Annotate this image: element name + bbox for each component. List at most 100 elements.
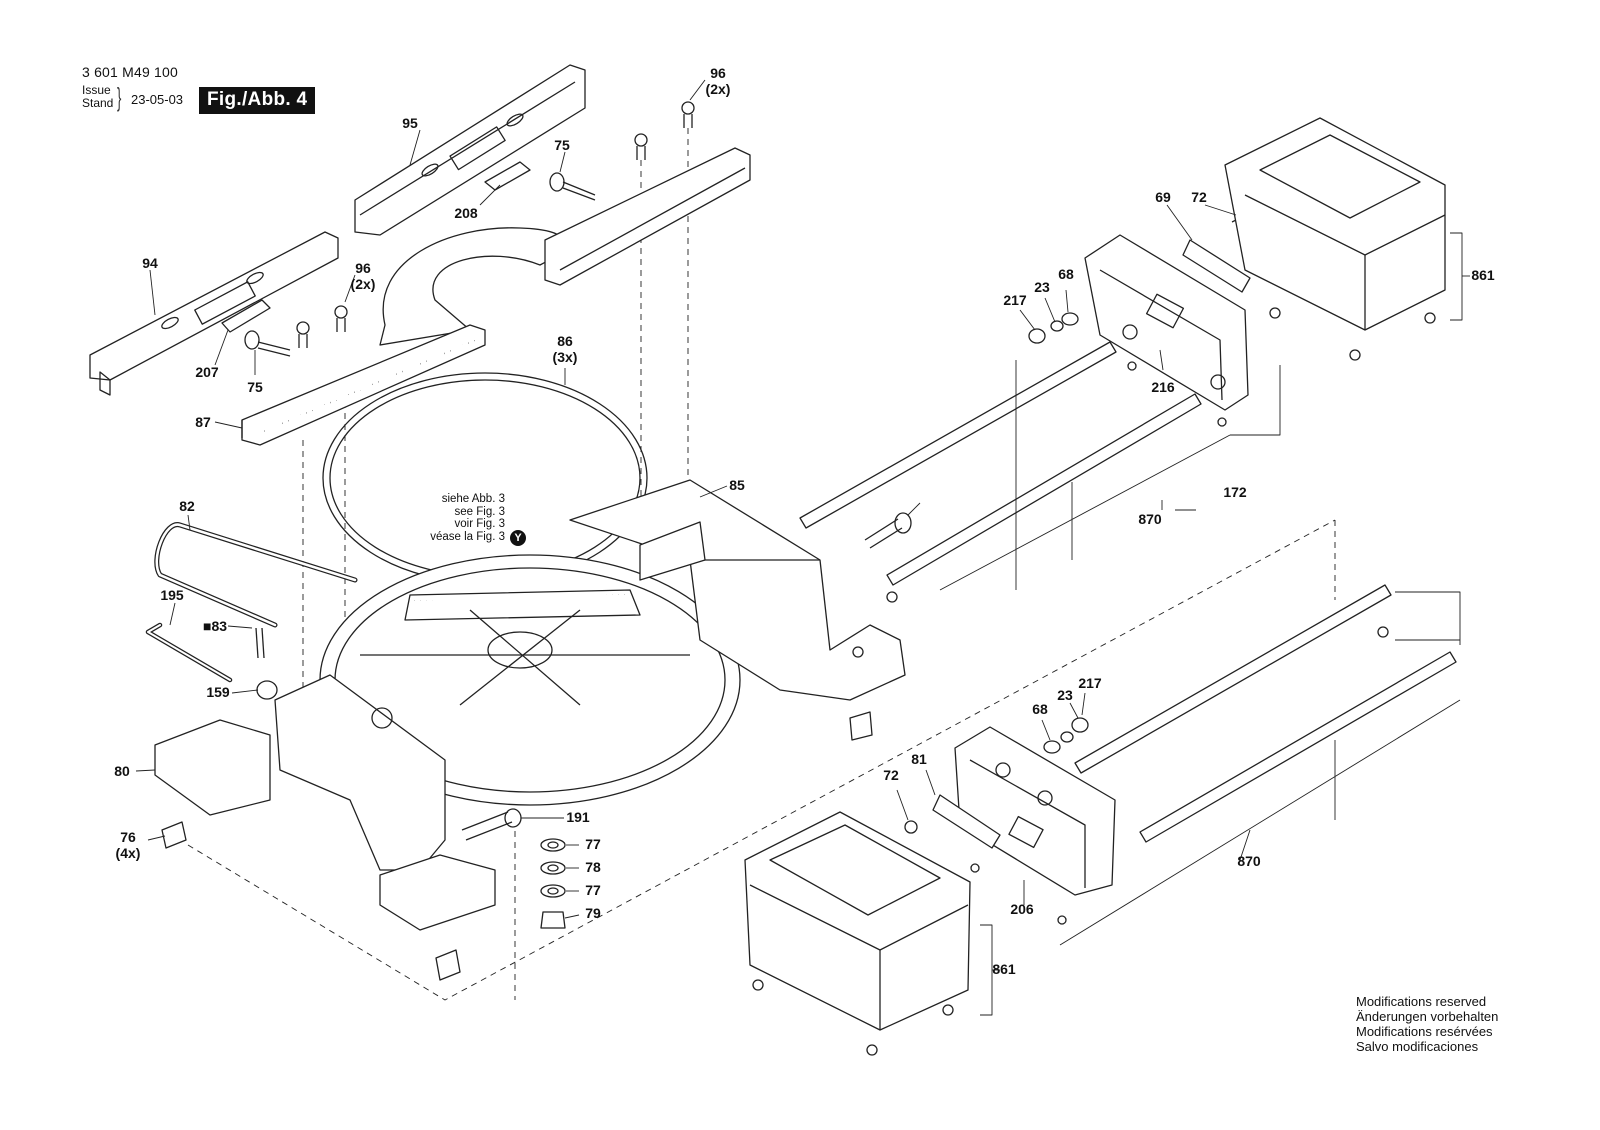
label-207-plate: [221, 299, 271, 333]
bolt-191: [461, 808, 522, 841]
fence-94: [89, 231, 339, 396]
washer-23-lower: [1060, 731, 1074, 743]
callout-15: 80: [114, 763, 130, 779]
figure-label: Fig./Abb. 4: [199, 87, 316, 114]
callout-21: 79: [585, 905, 601, 921]
callout-35: 72: [883, 767, 899, 783]
callout-30: 870: [1138, 511, 1162, 527]
callout-3: 208: [454, 205, 478, 221]
callout-6: 207: [195, 364, 219, 380]
nut-79: [540, 911, 566, 929]
callout-4: 94: [142, 255, 158, 271]
callout-0: 96: [710, 65, 726, 81]
issue-brace: }: [117, 82, 122, 112]
modifications-note: Modifications reserved Änderungen vorbeh…: [1356, 994, 1498, 1054]
foot-right: [849, 711, 873, 741]
base-right-housing: [569, 479, 906, 701]
nut-217-top: [1028, 328, 1046, 344]
issue-label: Issue: [82, 83, 111, 97]
modifications-line: Änderungen vorbehalten: [1356, 1009, 1499, 1024]
scale-bar-87: [241, 324, 486, 446]
nut-159: [256, 680, 278, 700]
callout-qty-16: (4x): [116, 845, 141, 861]
callout-11: 82: [179, 498, 195, 514]
callout-34: 81: [911, 751, 927, 767]
screw-96-right: [634, 101, 695, 160]
callout-5: 96: [355, 260, 371, 276]
washer-78: [540, 861, 566, 875]
label-208-plate: [484, 161, 531, 191]
washer-77-b: [540, 884, 566, 898]
part-number: 3 601 M49 100: [82, 64, 179, 80]
callout-26: 23: [1034, 279, 1050, 295]
callout-12: 195: [160, 587, 184, 603]
callout-33: 68: [1032, 701, 1048, 717]
callout-qty-9: (3x): [553, 349, 578, 365]
clamp-81: [932, 794, 1001, 849]
storage-box-861-top: [1224, 117, 1446, 331]
handle-82: [154, 522, 358, 628]
washer-68-lower: [1043, 740, 1061, 754]
storage-box-861-lower: [744, 811, 971, 1031]
nut-217-lower: [1071, 717, 1089, 733]
callout-19: 78: [585, 859, 601, 875]
knob-75-top: [549, 172, 596, 201]
rod-870-lower-a: [1074, 584, 1392, 774]
box-861-lower-feet: [752, 979, 954, 1056]
screw-72-lower: [904, 820, 918, 834]
rod-870-upper-b: [886, 393, 1202, 586]
angle-scale: [639, 521, 706, 581]
clamp-69: [1182, 239, 1251, 293]
scale-bar-right: [544, 147, 751, 286]
callout-36: 206: [1010, 901, 1034, 917]
callout-10: 85: [729, 477, 745, 493]
fence-95: [354, 64, 586, 236]
bolt-small-upper: [886, 591, 898, 603]
washer-23-top: [1050, 320, 1064, 332]
washer-77-a: [540, 838, 566, 852]
leader-lines: [135, 79, 1470, 1016]
reference-note-line: siehe Abb. 3: [441, 493, 505, 505]
rod-870-lower-b: [1139, 651, 1457, 843]
reference-note-line: véase la Fig. 3: [430, 530, 505, 543]
callout-25: 217: [1003, 292, 1027, 308]
callout-7: 75: [247, 379, 263, 395]
reference-badge: Y: [510, 530, 526, 546]
knob-75-left: [244, 330, 291, 357]
issue-date: 23-05-03: [131, 92, 184, 107]
callout-27: 68: [1058, 266, 1074, 282]
callout-13: ■83: [203, 618, 227, 634]
callout-28: 216: [1151, 379, 1175, 395]
callout-22: 69: [1155, 189, 1171, 205]
screw-96-left: [296, 305, 348, 348]
reference-note: siehe Abb. 3 see Fig. 3 voir Fig. 3 véas…: [405, 493, 505, 543]
bolt-small-206: [970, 361, 1227, 925]
bolt-small-lower: [1377, 626, 1389, 638]
callout-17: 191: [566, 809, 590, 825]
foot-bottom: [435, 949, 461, 981]
base-left-housing: [154, 674, 496, 931]
callout-38: 861: [992, 961, 1016, 977]
washer-68-top: [1061, 312, 1079, 326]
callout-29: 172: [1223, 484, 1247, 500]
callout-32: 23: [1057, 687, 1073, 703]
ring-86: [322, 372, 648, 584]
issue-stand-label: Issue Stand: [82, 84, 113, 110]
callout-18: 77: [585, 836, 601, 852]
callout-16: 76: [120, 829, 136, 845]
modifications-line: Salvo modificaciones: [1356, 1039, 1479, 1054]
callout-2: 75: [554, 137, 570, 153]
callout-1: 95: [402, 115, 418, 131]
callout-31: 217: [1078, 675, 1102, 691]
callout-20: 77: [585, 882, 601, 898]
callout-qty-0: (2x): [706, 81, 731, 97]
callout-37: 870: [1237, 853, 1261, 869]
callout-8: 87: [195, 414, 211, 430]
callout-24: 861: [1471, 267, 1495, 283]
modifications-line: Modifications resérvées: [1356, 1024, 1493, 1039]
modifications-line: Modifications reserved: [1356, 994, 1487, 1009]
stand-label: Stand: [82, 96, 114, 110]
